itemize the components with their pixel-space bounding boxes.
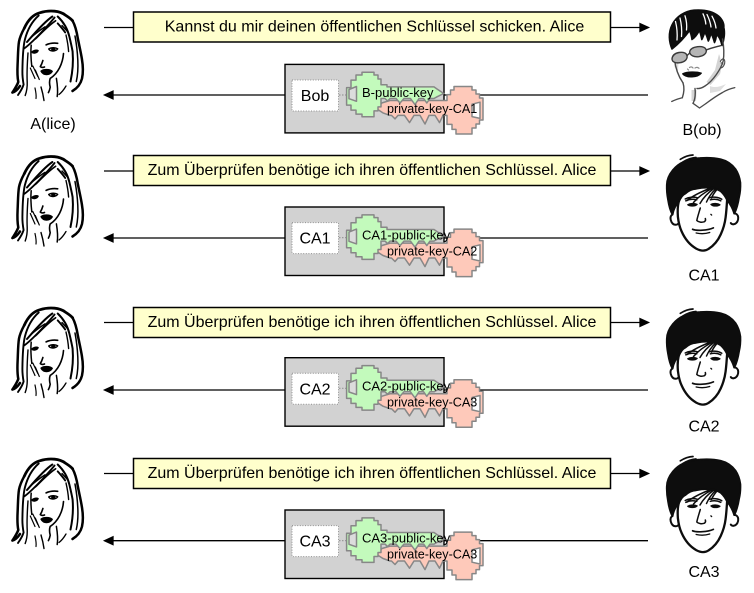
svg-text:A(lice): A(lice) xyxy=(30,116,75,133)
svg-text:Bob: Bob xyxy=(301,88,330,105)
svg-text:Zum Überprüfen benötige ich ih: Zum Überprüfen benötige ich ihren öffent… xyxy=(148,161,597,179)
svg-text:CA1-public-key: CA1-public-key xyxy=(362,228,451,243)
svg-text:CA2: CA2 xyxy=(688,419,719,436)
svg-text:CA1: CA1 xyxy=(299,231,330,248)
svg-text:CA2: CA2 xyxy=(299,381,330,398)
svg-text:Zum Überprüfen benötige ich ih: Zum Überprüfen benötige ich ihren öffent… xyxy=(148,313,597,331)
svg-text:B-public-key: B-public-key xyxy=(362,85,434,100)
svg-text:B(ob): B(ob) xyxy=(682,122,721,139)
svg-text:Zum Überprüfen benötige ich ih: Zum Überprüfen benötige ich ihren öffent… xyxy=(148,464,597,482)
svg-text:private-key-CA3: private-key-CA3 xyxy=(387,548,477,562)
svg-text:private-key-CA1: private-key-CA1 xyxy=(387,102,477,116)
svg-text:CA3: CA3 xyxy=(688,564,719,581)
svg-text:CA2-public-key: CA2-public-key xyxy=(362,378,451,393)
svg-text:CA3-public-key: CA3-public-key xyxy=(362,531,451,546)
svg-text:private-key-CA3: private-key-CA3 xyxy=(387,395,477,409)
svg-text:Kannst du mir deinen öffentlic: Kannst du mir deinen öffentlichen Schlüs… xyxy=(165,19,585,36)
svg-text:private-key-CA2: private-key-CA2 xyxy=(387,245,477,259)
svg-text:CA3: CA3 xyxy=(299,534,330,551)
svg-text:CA1: CA1 xyxy=(688,268,719,285)
